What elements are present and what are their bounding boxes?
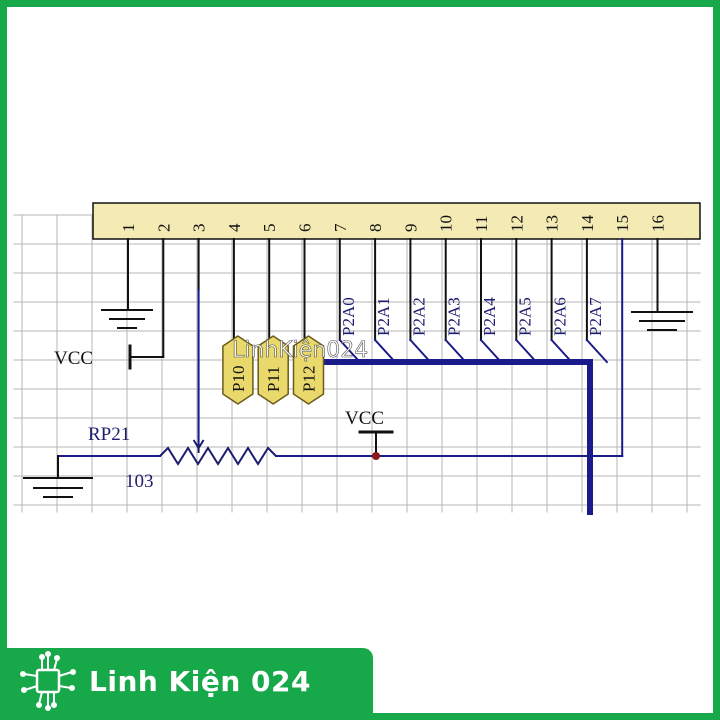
bus-entry	[408, 338, 432, 364]
pin-number: 13	[543, 215, 562, 232]
pin-number: 16	[649, 215, 668, 232]
bus-label: P2A6	[551, 297, 570, 336]
wiper-arrow	[192, 439, 205, 450]
bus-label: P2A5	[515, 297, 534, 336]
pin-number: 5	[260, 224, 279, 233]
bus-entry	[514, 338, 538, 364]
jumper-label: P12	[300, 366, 319, 392]
pin-number: 9	[401, 224, 420, 233]
pin-number: 14	[578, 215, 597, 233]
brand-banner: Linh Kiện 024	[7, 648, 373, 714]
bus-label: P2A7	[586, 297, 605, 336]
jumper-blocks: P10 P11 P12	[222, 335, 325, 405]
bus-entry	[585, 338, 609, 364]
vcc-mid-label: VCC	[345, 408, 384, 429]
resistor-ref-label: RP21	[88, 424, 130, 445]
pin-number: 4	[225, 223, 244, 232]
brand-name: Linh Kiện 024	[89, 664, 311, 698]
bus-entry	[550, 338, 574, 364]
pin-number: 8	[366, 224, 385, 233]
watermark: LinhKiện024	[232, 338, 368, 363]
bus-entry	[444, 338, 468, 364]
pin-header	[92, 202, 701, 240]
pin-number: 7	[331, 223, 350, 232]
pin-number: 12	[507, 215, 526, 232]
vcc-left-label: VCC	[54, 348, 93, 369]
chip-circuit-icon	[20, 651, 76, 711]
wires	[23, 238, 693, 515]
jumper-label: P10	[229, 366, 248, 392]
pin-number: 3	[190, 224, 209, 233]
pin-number: 10	[437, 215, 456, 232]
resistor-value-label: 103	[125, 471, 154, 492]
junction-dot	[372, 452, 380, 460]
jumper-block	[257, 335, 289, 405]
bus-label: P2A4	[480, 297, 499, 336]
bus-label: P2A1	[374, 297, 393, 336]
pin-number: 6	[296, 224, 315, 233]
resistor-zigzag	[159, 446, 277, 466]
pin-number: 15	[613, 215, 632, 232]
bus-label: P2A2	[409, 297, 428, 336]
bus-label: P2A3	[445, 297, 464, 336]
pin-number: 2	[154, 224, 173, 233]
bus-entry	[373, 338, 397, 364]
bus-labels: P2A0 P2A1 P2A2 P2A3 P2A4 P2A5 P2A6 P2A7	[339, 297, 605, 336]
pin-number: 11	[472, 216, 491, 232]
bus-label: P2A0	[339, 297, 358, 336]
jumper-block	[292, 335, 325, 405]
bus-entry	[479, 338, 503, 364]
jumper-block	[222, 335, 254, 405]
bus-entry	[338, 338, 362, 364]
jumper-label: P11	[264, 366, 283, 392]
pin-number: 1	[119, 224, 138, 233]
